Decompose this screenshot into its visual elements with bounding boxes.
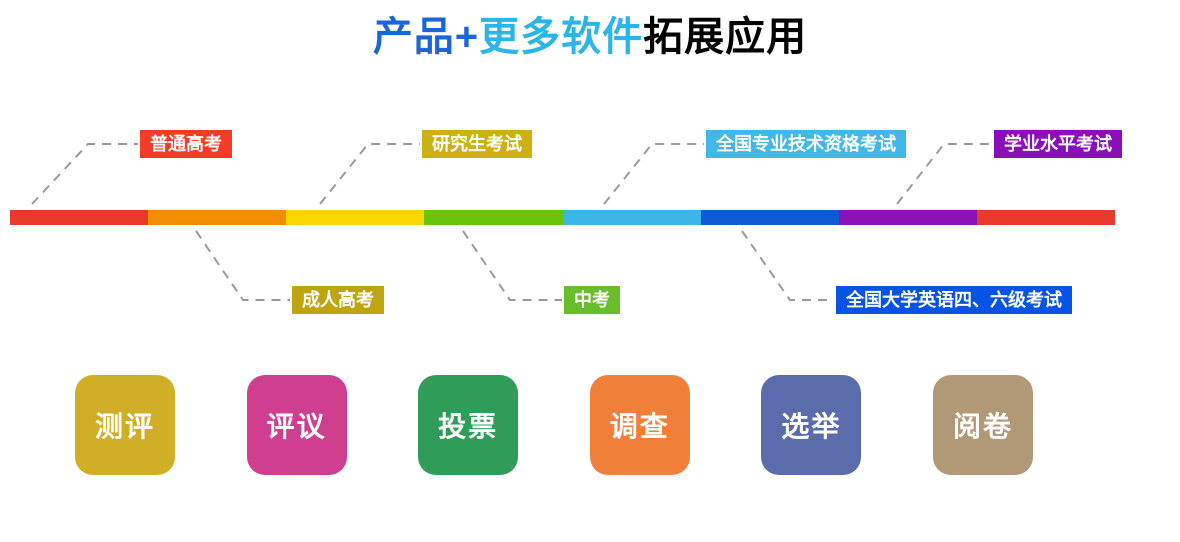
app-tiles: 测评 评议 投票 调查 选举 阅卷: [75, 375, 1033, 475]
connector-line-postgraduate: [319, 143, 420, 205]
connector-line-professional-qualification: [603, 143, 704, 205]
label-general-gaokao: 普通高考: [140, 130, 232, 158]
connector-line-cet: [741, 230, 834, 301]
label-cet-exam: 全国大学英语四、六级考试: [836, 286, 1072, 314]
app-tile-survey: 调查: [589, 375, 690, 475]
app-tile-assessment: 测评: [75, 375, 175, 475]
connector-line-gaokao: [31, 143, 138, 205]
title-part-extended-apps: 拓展应用: [643, 15, 808, 59]
timeline-segment-red-2: [976, 210, 1115, 225]
connector-line-zhongkao: [462, 230, 562, 301]
app-tile-grading: 阅卷: [932, 375, 1033, 475]
timeline-segment-red: [10, 210, 149, 225]
label-postgraduate-exam: 研究生考试: [422, 130, 532, 158]
timeline-segment-cyan: [562, 210, 701, 225]
label-professional-qualification-exam: 全国专业技术资格考试: [706, 130, 906, 158]
timeline-segment-orange: [148, 210, 287, 225]
label-adult-gaokao: 成人高考: [292, 286, 384, 314]
app-tile-election: 选举: [761, 375, 862, 475]
label-zhongkao: 中考: [564, 286, 620, 314]
timeline-segment-green: [424, 210, 563, 225]
app-tile-voting: 投票: [418, 375, 519, 475]
app-tile-review: 评议: [246, 375, 347, 475]
label-academic-proficiency-exam: 学业水平考试: [994, 130, 1122, 158]
page-title: 产品+更多软件拓展应用: [0, 4, 1180, 62]
timeline-segment-yellow: [286, 210, 425, 225]
connector-line-adult-gaokao: [195, 230, 290, 301]
title-part-more-software: 更多软件: [479, 15, 644, 59]
timeline-segment-blue: [700, 210, 839, 225]
title-part-product: 产品+: [372, 15, 480, 59]
connector-line-academic-proficiency: [896, 143, 992, 205]
timeline-bar: [10, 210, 1115, 225]
timeline-segment-purple: [838, 210, 977, 225]
